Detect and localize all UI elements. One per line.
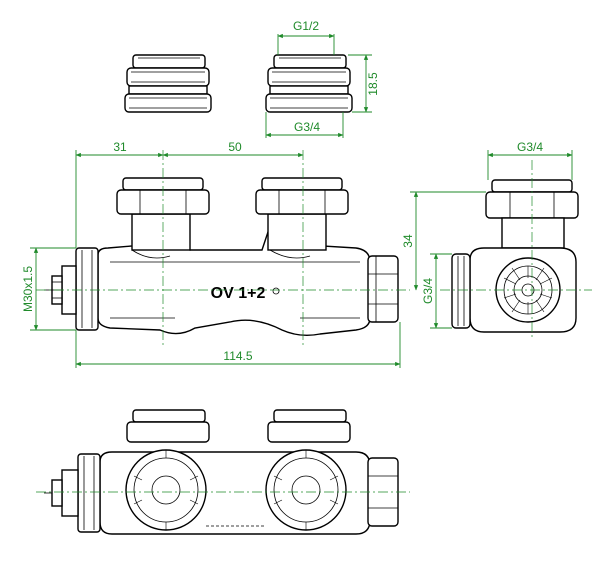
manifold-top-view (44, 409, 399, 535)
dim-text-inlet-thread: M30x1.5 (21, 266, 35, 312)
dim-text-left-offset: 31 (113, 140, 127, 154)
dim-side-thread-side: G3/4 (421, 253, 452, 329)
adapter-nut-left (124, 54, 212, 113)
dim-text-nut-height: 18.5 (366, 72, 380, 96)
adapter-nut-right (265, 54, 353, 113)
dim-nut-height: 18.5 (348, 54, 380, 113)
body-marker-circle (272, 287, 280, 295)
dim-text-side-height: 34 (401, 234, 415, 248)
dim-inlet-thread: M30x1.5 (21, 247, 76, 331)
dim-left-offset: 31 (75, 140, 164, 248)
dim-spacing: 50 (162, 140, 304, 158)
dim-total-length: 114.5 (75, 322, 401, 368)
dim-side-height: 34 (401, 191, 486, 291)
dim-nut-thread-bottom: G3/4 (265, 112, 344, 138)
dim-text-nut-thread-bottom: G3/4 (294, 120, 320, 134)
dim-text-total-length: 114.5 (223, 349, 252, 363)
body-label: OV 1+2 (211, 285, 266, 302)
dim-nut-thread-top: G1/2 (277, 19, 335, 55)
dim-side-thread-top: G3/4 (487, 140, 573, 180)
manifold-front-view (44, 177, 399, 337)
dim-text-side-thread-side: G3/4 (421, 278, 435, 304)
dim-text-nut-thread-top: G1/2 (293, 19, 319, 33)
manifold-side-view (451, 179, 579, 333)
dim-text-spacing: 50 (228, 140, 242, 154)
dim-text-side-thread-top: G3/4 (517, 140, 543, 154)
